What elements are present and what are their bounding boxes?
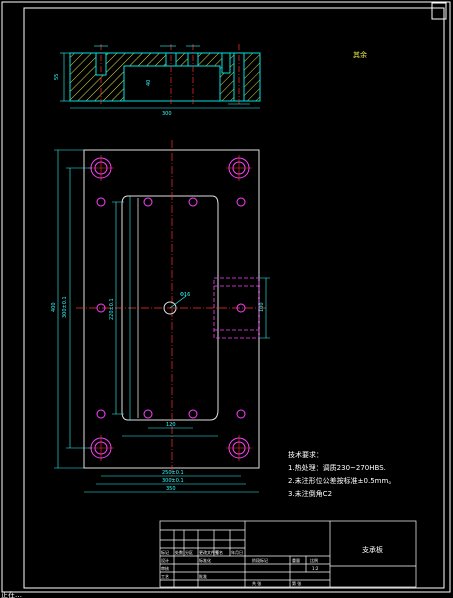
section-depth-dim: 40 xyxy=(146,80,152,86)
tech-req-item: 2.未注形位公差按标准±0.5mm。 xyxy=(288,476,395,485)
tb-label: 年月日 xyxy=(231,549,243,555)
plan-height-mid-dim: 300±0.1 xyxy=(62,296,68,318)
technical-requirements: 技术要求： 1.热处理：调质230~270HBS. 2.未注形位公差按标准±0.… xyxy=(288,450,395,498)
tb-label: 处数 xyxy=(175,549,183,555)
section-height-dim: 55 xyxy=(54,74,60,80)
plan-height-outer-dim: 400 xyxy=(51,302,57,312)
tb-label: 第 张 xyxy=(292,580,301,586)
tb-label: 重量 xyxy=(292,557,300,563)
tb-label: 标准化 xyxy=(199,557,211,563)
tb-label: 分区 xyxy=(185,549,193,555)
section-width-dim: 300 xyxy=(162,111,172,117)
tb-label: 共 张 xyxy=(252,580,261,586)
sheet-inner-border xyxy=(23,7,445,589)
tb-label: 签名 xyxy=(215,549,223,555)
center-hole-dim: Φ16 xyxy=(180,292,190,298)
tb-label: 1:2 xyxy=(312,566,319,571)
status-text: 正在… xyxy=(1,590,22,598)
plan-width-mid-dim: 300±0.1 xyxy=(162,478,184,484)
tb-label: 工艺 xyxy=(161,574,169,579)
tech-req-item: 3.未注倒角C2 xyxy=(288,489,332,498)
tb-label: 审核 xyxy=(161,565,169,571)
tech-req-heading: 技术要求： xyxy=(288,450,323,459)
title-block[interactable] xyxy=(159,520,417,588)
plan-width-inner-dim: 250±0.1 xyxy=(162,470,184,476)
plan-view[interactable]: Φ16 400 300±0.1 220±0.1 100 120 250±0.1 … xyxy=(51,140,270,493)
tech-req-item: 1.热处理：调质230~270HBS. xyxy=(288,463,386,472)
tb-label: 阶段标记 xyxy=(252,557,268,563)
viewport-border xyxy=(431,2,447,20)
tb-label: 设计 xyxy=(161,557,169,563)
tb-label: 标记 xyxy=(161,549,169,555)
tb-label: 批准 xyxy=(199,573,207,579)
section-view[interactable]: 55 40 300 xyxy=(54,44,261,117)
tb-label: 更改文件号 xyxy=(199,549,219,555)
plan-height-inner-dim: 220±0.1 xyxy=(109,298,115,320)
slot-width-dim: 120 xyxy=(166,422,176,428)
surface-finish-note: 其余 xyxy=(353,50,367,59)
part-name: 支承板 xyxy=(362,545,383,554)
tb-label: 比例 xyxy=(310,557,318,563)
plan-width-bottom-dim: 350 xyxy=(166,486,176,492)
title-block-labels: 标记 处数 分区 更改文件号 签名 年月日 设计 标准化 阶段标记 重量 比例 … xyxy=(161,545,383,586)
slot-small-dim: 100 xyxy=(259,302,265,312)
